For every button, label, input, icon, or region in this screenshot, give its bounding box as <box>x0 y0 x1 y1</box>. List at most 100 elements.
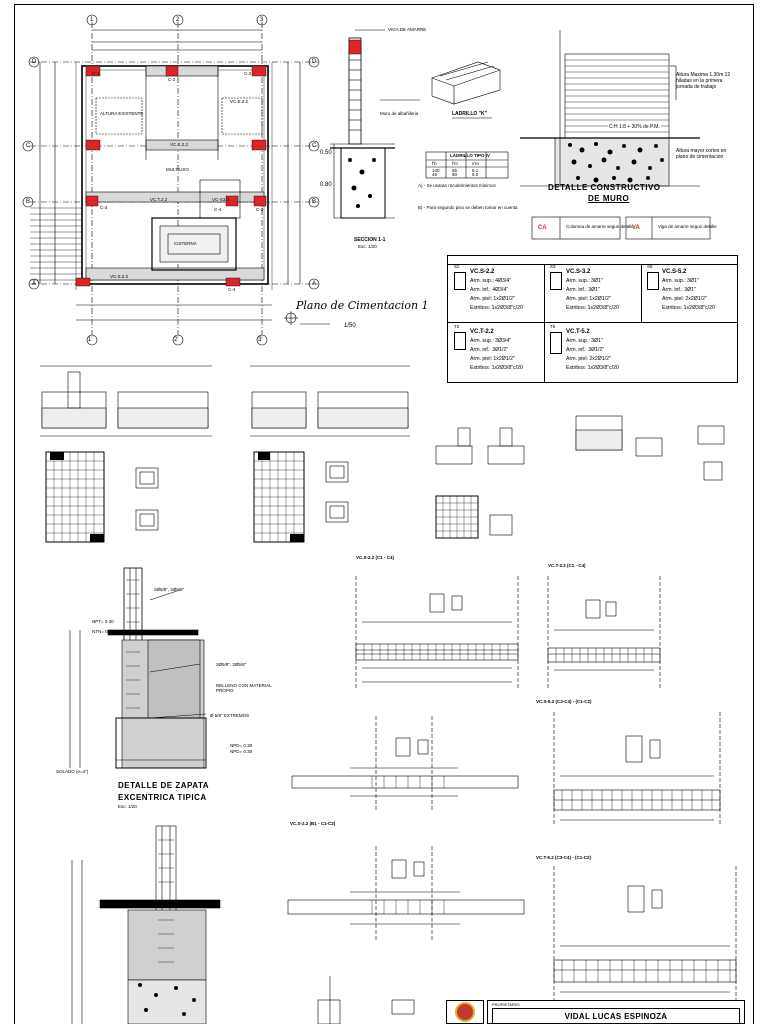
beam-code: S2 <box>454 264 460 269</box>
plan-scale: 1/50 <box>344 323 356 329</box>
section-1-1 <box>330 29 420 219</box>
plan-title: Plano de Cimentacion 1 <box>296 299 429 312</box>
spec-cell: 60 <box>452 172 458 177</box>
beam-code: T2 <box>454 324 460 329</box>
footing-note: 2Ø5/8", 2Ø5/8" <box>216 662 247 667</box>
axis-label: D <box>312 59 317 65</box>
beam-line: Estribos: 1x2Ø3/8"c/20 <box>566 365 619 371</box>
wall-detail-title: DETALLE CONSTRUCTIVO <box>548 183 661 192</box>
room-label: VC.E.2.2 <box>230 99 249 104</box>
column-label: C-4 <box>214 207 222 212</box>
axis-label: C <box>312 143 317 149</box>
beam-code: T5 <box>550 324 556 329</box>
spec-table <box>425 151 509 179</box>
column-sections <box>135 415 725 536</box>
beam-line: Arm. inf.: 3Ø1/2" <box>566 347 605 353</box>
beam-line: Estribos: 1x2Ø3/8"c/20 <box>470 305 523 311</box>
footing-note: 2Ø5/8", 2Ø5/8" <box>154 587 185 592</box>
wall-note: Altura Maxima 1.30m 12 hiladas en la pri… <box>676 72 731 90</box>
section-scale: Esc: 1/20 <box>358 244 377 249</box>
axis-label: C <box>26 143 31 149</box>
eccentric-footing-detail <box>69 567 207 769</box>
beam-section-icon <box>454 332 466 350</box>
spec-cell: 9.0 <box>472 172 479 177</box>
axis-label: 2' <box>174 337 179 343</box>
logo-emblem-icon <box>455 1002 475 1022</box>
beam-section-icon <box>550 272 562 290</box>
foundation-plan <box>22 14 330 346</box>
beam-detail-title: VC.S-5.2 (C3-C4) - (C1-C2) <box>536 699 592 704</box>
beam-line: Arm. piel: 2x2Ø1/2" <box>662 296 707 302</box>
owner-name: VIDAL LUCAS ESPINOZA <box>492 1008 740 1024</box>
beam-section-icon <box>550 332 562 354</box>
wall-fill-note: C:H 1:8 + 30% de P.M. <box>608 124 661 130</box>
beam-line: Arm. inf.: 3Ø1/2" <box>470 347 509 353</box>
sheet-frame <box>14 4 754 1024</box>
brick-sketch <box>431 61 501 119</box>
room-label: ALTURA EXISTENTE <box>100 111 144 116</box>
beam-label: VC-S3.3 <box>212 197 230 202</box>
owner-label: PROPIETARIO: <box>492 1002 521 1007</box>
footing-detail-scale: Esc: 1/20 <box>118 804 137 809</box>
footing-note: RELLENO CON MATERIAL PROPIO <box>216 683 272 693</box>
legend-text: Columna de amarre segun detalle <box>566 224 634 229</box>
section-dim: 0.50 <box>320 150 332 156</box>
beam-schedule-cell: VC.S-2.2 Arm. sup.: 4Ø3/4" Arm. inf.: 4Ø… <box>470 268 523 313</box>
room-label: CISTERNA <box>174 241 197 246</box>
beam-line: Arm. piel: 1x2Ø1/2" <box>470 356 515 362</box>
axis-label: A <box>312 281 317 287</box>
axis-label: 1 <box>90 17 94 23</box>
axis-label: 3 <box>260 17 264 23</box>
beam-section-icon <box>647 272 659 290</box>
section-note: Muro de albañileria <box>380 111 419 116</box>
grid-lines <box>46 452 478 542</box>
beam-detail-3 <box>291 716 519 812</box>
beam-line: Arm. inf.: 3Ø1" <box>662 287 696 293</box>
footing-detail-title: EXCENTRICA TIPICA <box>118 793 207 802</box>
beam-detail-title: VC.S-2.2 (B1 - C1-C2) <box>290 821 336 826</box>
spec-table-title: LADRILLO TIPO IV <box>450 153 490 158</box>
beam-section-icon <box>454 272 466 290</box>
spec-cell: 45 <box>432 172 438 177</box>
brick-caption: LADRILLO "K" <box>452 111 488 117</box>
beam-schedule-cell: VC.S-5.2 Arm. sup.: 3Ø1" Arm. inf.: 3Ø1"… <box>662 268 715 313</box>
beam-line: Arm. inf.: 4Ø3/4" <box>470 287 509 293</box>
spec-header: v'm <box>472 161 479 166</box>
axis-label: 2 <box>176 17 180 23</box>
spec-cell: 8.1 <box>472 168 479 173</box>
spec-cell: 130 <box>432 168 440 173</box>
footing-detail-2 <box>71 825 221 1024</box>
beam-line: Arm. sup.: 3Ø1" <box>662 278 699 284</box>
beam-name: VC.T-5.2 <box>566 329 590 335</box>
section-note: VIGA DE AMARRE <box>388 27 427 32</box>
beam-schedule-cell: VC.T-5.2 Arm. sup.: 3Ø1" Arm. inf.: 3Ø1/… <box>566 328 619 373</box>
beam-line: Arm. piel: 2x2Ø1/2" <box>566 356 611 362</box>
beam-detail-title: VC.S-2.2 (C1 - C4) <box>356 555 395 560</box>
column-label: C-2 <box>244 71 252 76</box>
beam-line: Arm. sup.: 3Ø1" <box>566 338 603 344</box>
section-dim: 0.80 <box>320 182 332 188</box>
beam-label: VC.S.2.2 <box>110 274 129 279</box>
footing-note: NPT= 0.30 <box>92 619 114 624</box>
beam-name: VC.S-5.2 <box>662 269 687 275</box>
axis-label: D <box>32 59 37 65</box>
footing-note: NPD= 0.30 <box>230 749 253 754</box>
beam-name: VC.S-2.2 <box>470 269 495 275</box>
wall-note: Altura mayor cortes en plano de cimentac… <box>676 148 727 160</box>
beam-schedule-cell: VC.S-3.2 Arm. sup.: 3Ø1" Arm. inf.: 3Ø1"… <box>566 268 619 313</box>
grid-corners <box>50 452 304 542</box>
beam-line: Estribos: 1x2Ø3/8"c/20 <box>470 365 523 371</box>
beam-name: VC.S-3.2 <box>566 269 591 275</box>
column-label: C-3 <box>100 205 108 210</box>
wall-detail <box>520 30 700 187</box>
beam-label: VC.T.2.2 <box>150 197 168 202</box>
stone-fill <box>138 142 664 1016</box>
company-logo <box>446 1000 484 1024</box>
column-label: C-1 <box>92 71 100 76</box>
beam-schedule-cell: VC.T-2.2 Arm. sup.: 3Ø3/4" Arm. inf.: 3Ø… <box>470 328 523 373</box>
small-detail-bottom <box>317 976 415 1024</box>
beam-name: VC.T-2.2 <box>470 329 494 335</box>
beam-label: VC.E.2.2 <box>170 142 189 147</box>
beam-schedule-table: VC.S-2.2 Arm. sup.: 4Ø3/4" Arm. inf.: 4Ø… <box>447 255 738 383</box>
